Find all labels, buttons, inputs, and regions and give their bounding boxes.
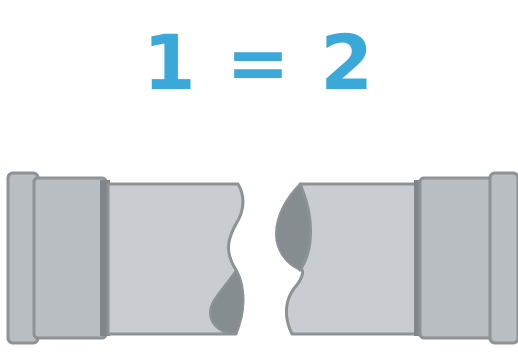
pipe-illustration bbox=[0, 150, 518, 350]
left-pipe-socket bbox=[34, 178, 106, 338]
right-pipe-flange bbox=[490, 173, 518, 343]
right-pipe-socket bbox=[420, 178, 496, 338]
left-pipe-icon bbox=[8, 173, 244, 343]
right-pipe-icon bbox=[276, 173, 518, 343]
equation-headline: 1 = 2 bbox=[0, 18, 518, 108]
right-pipe-barrel bbox=[286, 184, 420, 334]
